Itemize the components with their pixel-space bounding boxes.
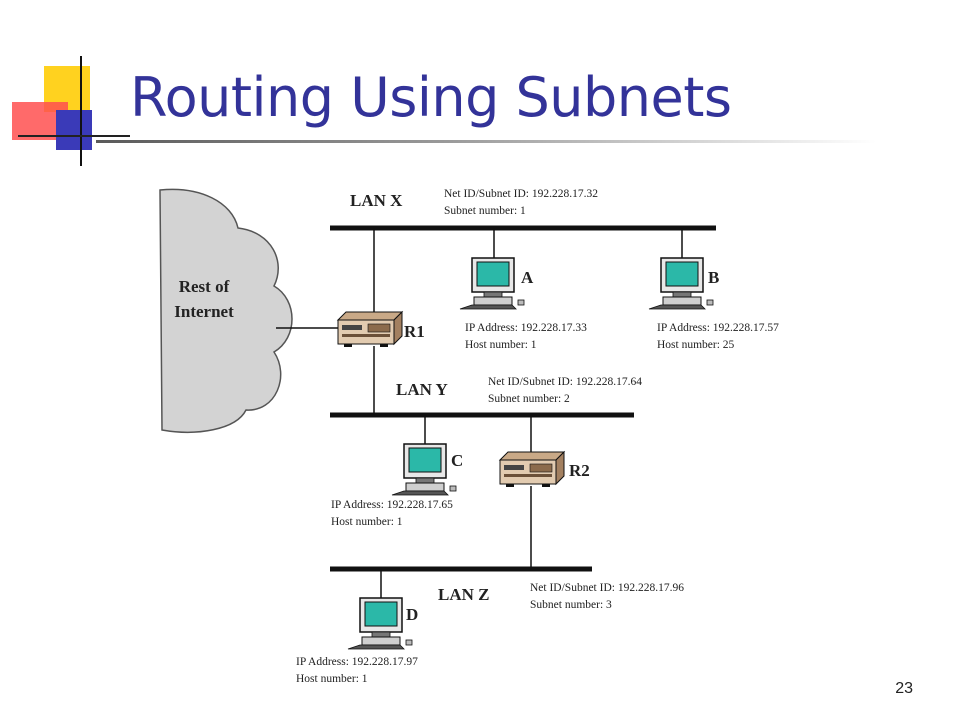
lan-x-subnet-number: Subnet number: 1 — [444, 205, 526, 217]
host-b-computer-icon — [648, 257, 714, 310]
host-d-computer-icon — [347, 597, 413, 650]
slide-title: Routing Using Subnets — [130, 66, 732, 129]
router-r1-icon — [337, 311, 403, 348]
host-d-host-number: Host number: 1 — [296, 673, 368, 685]
lan-x-net-id: Net ID/Subnet ID: 192.228.17.32 — [444, 188, 598, 200]
cloud-label-line1: Rest of — [179, 277, 230, 296]
lan-y-net-id: Net ID/Subnet ID: 192.228.17.64 — [488, 376, 642, 388]
host-a-computer-icon — [459, 257, 525, 310]
host-c-computer-icon — [391, 443, 457, 496]
lan-z-subnet-number: Subnet number: 3 — [530, 599, 612, 611]
logo-blue-square — [56, 110, 92, 150]
router-r1-label: R1 — [404, 322, 425, 341]
host-a-ip-address: IP Address: 192.228.17.33 — [465, 322, 587, 334]
host-a-host-number: Host number: 1 — [465, 339, 537, 351]
host-d-ip-address: IP Address: 192.228.17.97 — [296, 656, 418, 668]
lan-y-subnet-number: Subnet number: 2 — [488, 393, 570, 405]
host-c-ip-address: IP Address: 192.228.17.65 — [331, 499, 453, 511]
router-r2-label: R2 — [569, 461, 590, 480]
title-divider — [96, 140, 876, 143]
host-c-label: C — [451, 451, 463, 470]
logo-decoration — [12, 56, 130, 166]
host-d-label: D — [406, 605, 418, 624]
internet-cloud — [159, 188, 293, 433]
lan-y-label: LAN Y — [396, 380, 448, 399]
lan-z-net-id: Net ID/Subnet ID: 192.228.17.96 — [530, 582, 684, 594]
host-b-host-number: Host number: 25 — [657, 339, 735, 351]
lan-z-label: LAN Z — [438, 585, 489, 604]
page-number: 23 — [895, 680, 913, 697]
router-r2-icon — [499, 451, 565, 488]
lan-x-label: LAN X — [350, 191, 403, 210]
cloud-label-line2: Internet — [174, 302, 234, 321]
host-b-ip-address: IP Address: 192.228.17.57 — [657, 322, 779, 334]
host-b-label: B — [708, 268, 719, 287]
host-c-host-number: Host number: 1 — [331, 516, 403, 528]
host-a-label: A — [521, 268, 534, 287]
